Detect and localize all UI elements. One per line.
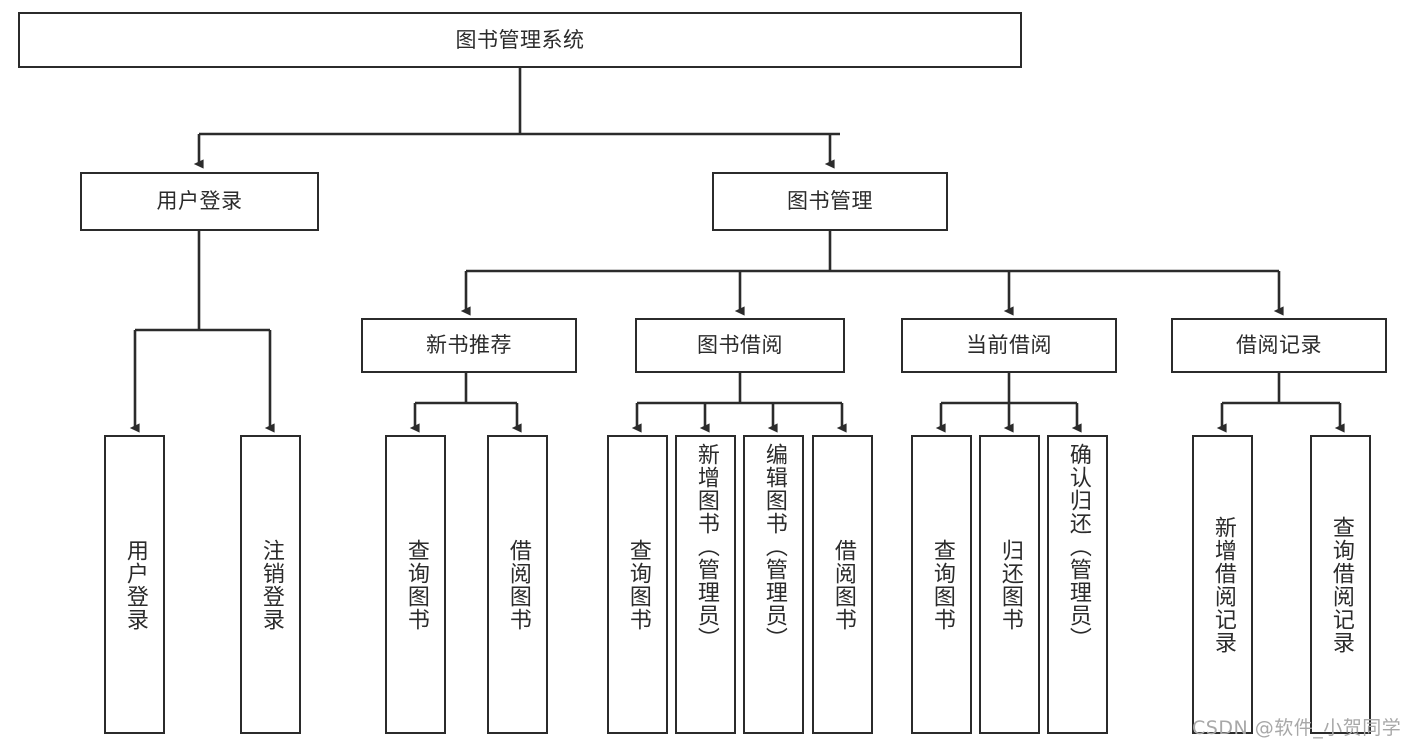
node-leaf-borrow-book-label: 借阅图书 xyxy=(830,538,856,631)
node-leaf-edit-book[interactable]: 编辑图书（管理员） xyxy=(743,435,804,734)
node-root-system[interactable]: 图书管理系统 xyxy=(18,12,1022,68)
node-leaf-return-book[interactable]: 归还图书 xyxy=(979,435,1040,734)
node-leaf-add-book-label: 新增图书（管理员） xyxy=(693,443,719,650)
node-leaf-add-book[interactable]: 新增图书（管理员） xyxy=(675,435,736,734)
node-borrow-record-label: 借阅记录 xyxy=(1236,333,1322,358)
node-book-management[interactable]: 图书管理 xyxy=(712,172,948,231)
node-leaf-confirm-return[interactable]: 确认归还（管理员） xyxy=(1047,435,1108,734)
node-leaf-borrow-book-recommend-label: 借阅图书 xyxy=(505,538,531,631)
node-leaf-add-borrow-record-label: 新增借阅记录 xyxy=(1210,515,1236,654)
node-leaf-query-borrow-record[interactable]: 查询借阅记录 xyxy=(1310,435,1371,734)
node-leaf-logout-label: 注销登录 xyxy=(258,538,284,631)
node-book-borrow[interactable]: 图书借阅 xyxy=(635,318,845,373)
node-leaf-borrow-book-recommend[interactable]: 借阅图书 xyxy=(487,435,548,734)
node-leaf-borrow-book[interactable]: 借阅图书 xyxy=(812,435,873,734)
node-leaf-query-book-borrow[interactable]: 查询图书 xyxy=(607,435,668,734)
node-leaf-user-login-label: 用户登录 xyxy=(122,538,148,631)
node-leaf-query-book-recommend[interactable]: 查询图书 xyxy=(385,435,446,734)
node-leaf-return-book-label: 归还图书 xyxy=(997,538,1023,631)
node-leaf-query-borrow-record-label: 查询借阅记录 xyxy=(1328,515,1354,654)
node-new-book-recommend-label: 新书推荐 xyxy=(426,333,512,358)
node-leaf-query-book-recommend-label: 查询图书 xyxy=(403,538,429,631)
node-book-borrow-label: 图书借阅 xyxy=(697,333,783,358)
node-borrow-record[interactable]: 借阅记录 xyxy=(1171,318,1387,373)
node-leaf-query-book-current[interactable]: 查询图书 xyxy=(911,435,972,734)
node-root-system-label: 图书管理系统 xyxy=(455,27,585,52)
node-leaf-query-book-borrow-label: 查询图书 xyxy=(625,538,651,631)
node-user-login-label: 用户登录 xyxy=(156,189,243,214)
node-leaf-confirm-return-label: 确认归还（管理员） xyxy=(1065,443,1091,650)
node-leaf-edit-book-label: 编辑图书（管理员） xyxy=(761,443,787,650)
node-new-book-recommend[interactable]: 新书推荐 xyxy=(361,318,577,373)
watermark-csdn: CSDN @软件_小贺同学 xyxy=(1192,717,1402,739)
node-leaf-logout[interactable]: 注销登录 xyxy=(240,435,301,734)
node-book-management-label: 图书管理 xyxy=(787,189,873,214)
node-current-borrow-label: 当前借阅 xyxy=(966,333,1052,358)
node-leaf-query-book-current-label: 查询图书 xyxy=(929,538,955,631)
node-leaf-add-borrow-record[interactable]: 新增借阅记录 xyxy=(1192,435,1253,734)
node-leaf-user-login[interactable]: 用户登录 xyxy=(104,435,165,734)
node-current-borrow[interactable]: 当前借阅 xyxy=(901,318,1117,373)
node-user-login[interactable]: 用户登录 xyxy=(80,172,319,231)
